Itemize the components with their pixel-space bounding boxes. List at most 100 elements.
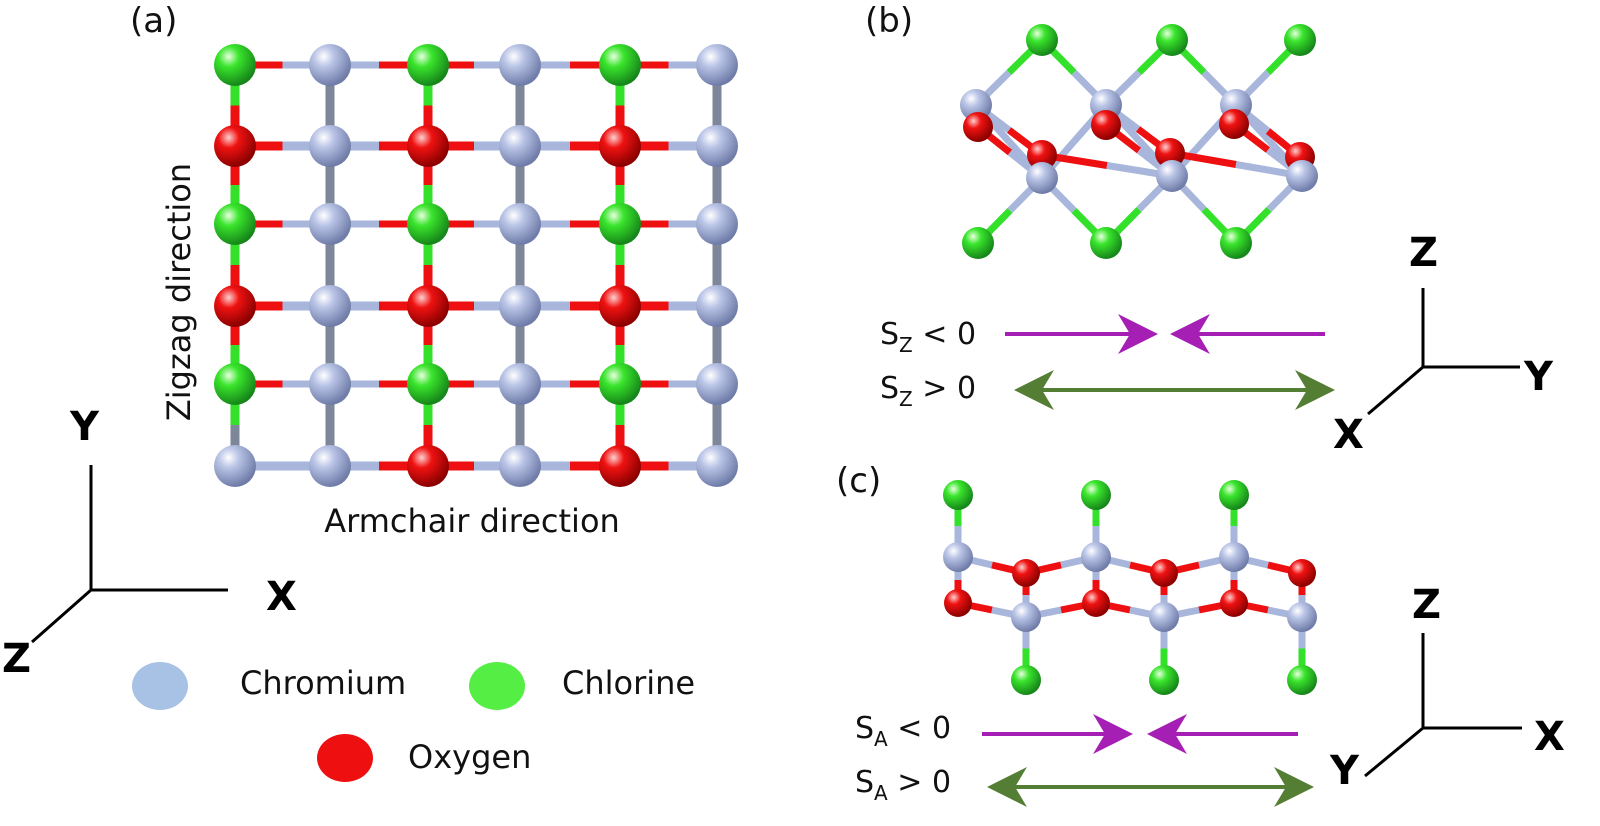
chromium-atom (499, 125, 541, 167)
axis-b-x-label: X (1333, 412, 1364, 458)
chromium-atom (696, 285, 738, 327)
strain-b-positive-label: SZ > 0 (880, 371, 976, 411)
chromium-atom (1286, 160, 1318, 192)
armchair-direction-label: Armchair direction (324, 502, 620, 540)
chlorine-atom (962, 227, 994, 259)
chromium-atom (309, 363, 351, 405)
legend-oxygen-label: Oxygen (408, 738, 531, 776)
chromium-atom (1156, 160, 1188, 192)
axis-c-z-label: Z (1412, 582, 1441, 628)
oxygen-atom (1219, 109, 1249, 139)
chromium-atom (696, 125, 738, 167)
chlorine-atom (1284, 24, 1316, 56)
axes-c (1364, 633, 1522, 778)
chlorine-atom (1011, 665, 1041, 695)
axis-c-x-label: X (1534, 714, 1565, 760)
chlorine-atom (1090, 227, 1122, 259)
chromium-atom (309, 445, 351, 487)
oxygen-atom (407, 125, 449, 167)
oxygen-atom (599, 125, 641, 167)
panel-label-c: (c) (836, 461, 881, 501)
panel-label-b: (b) (865, 1, 913, 41)
chromium-atom (499, 285, 541, 327)
chlorine-atom (943, 480, 973, 510)
legend-chromium-swatch (132, 662, 188, 710)
chromium-atom (214, 445, 256, 487)
zigzag-direction-label: Zigzag direction (160, 163, 198, 421)
oxygen-atom (214, 125, 256, 167)
legend-chlorine-label: Chlorine (562, 664, 695, 702)
chromium-atom (696, 44, 738, 86)
chromium-atom (943, 542, 973, 572)
oxygen-atom (1155, 138, 1185, 168)
axis-c-y-label: Y (1329, 748, 1360, 794)
side-view-zigzag (960, 24, 1318, 259)
chlorine-atom (214, 363, 256, 405)
chlorine-atom (214, 203, 256, 245)
chlorine-atom (407, 203, 449, 245)
oxygen-atom (599, 285, 641, 327)
chromium-atom (696, 363, 738, 405)
oxygen-atom (963, 112, 993, 142)
panel-label-a: (a) (130, 1, 177, 41)
axis-a-diag (31, 588, 92, 644)
oxygen-atom (944, 589, 972, 617)
chromium-atom (309, 203, 351, 245)
axis-b-diag (1367, 365, 1424, 416)
chromium-atom (499, 363, 541, 405)
chromium-atom (499, 44, 541, 86)
legend-chromium-label: Chromium (240, 664, 406, 702)
legend-chlorine-swatch (469, 662, 525, 710)
axis-b-y-label: Y (1523, 354, 1554, 400)
chlorine-atom (1149, 665, 1179, 695)
chlorine-atom (599, 44, 641, 86)
chromium-atom (1219, 542, 1249, 572)
oxygen-atom (407, 285, 449, 327)
oxygen-atom (1150, 559, 1178, 587)
chromium-atom (1011, 602, 1041, 632)
oxygen-atom (1288, 559, 1316, 587)
axis-a-x-label: X (266, 574, 297, 620)
oxygen-atom (1012, 559, 1040, 587)
chlorine-atom (214, 44, 256, 86)
oxygen-atom (1082, 589, 1110, 617)
oxygen-atom (1091, 110, 1121, 140)
chlorine-atom (407, 44, 449, 86)
oxygen-atom (1220, 589, 1248, 617)
side-view-armchair (943, 480, 1317, 695)
chlorine-atom (599, 203, 641, 245)
chlorine-atom (1219, 480, 1249, 510)
axes-a (31, 465, 228, 644)
oxygen-atom (407, 445, 449, 487)
strain-c-negative-label: SA < 0 (855, 711, 951, 751)
lattice-top-view (214, 44, 738, 487)
chlorine-atom (1287, 665, 1317, 695)
axis-a-z-label: Z (2, 636, 31, 682)
chlorine-atom (1156, 24, 1188, 56)
axis-c-diag (1364, 726, 1424, 778)
strain-b-negative-label: SZ < 0 (880, 317, 976, 357)
oxygen-atom (214, 285, 256, 327)
oxygen-atom (1027, 140, 1057, 170)
chromium-atom (499, 445, 541, 487)
axis-a-y-label: Y (69, 404, 100, 450)
chromium-atom (1287, 602, 1317, 632)
chromium-atom (960, 89, 992, 121)
chromium-atom (499, 203, 541, 245)
strain-c-positive-label: SA > 0 (855, 765, 951, 805)
chromium-atom (1081, 542, 1111, 572)
chlorine-atom (1026, 24, 1058, 56)
oxygen-atom (599, 445, 641, 487)
axis-b-z-label: Z (1409, 230, 1438, 276)
chromium-atom (696, 445, 738, 487)
chromium-atom (309, 44, 351, 86)
chromium-atom (1149, 602, 1179, 632)
axes-b (1367, 288, 1520, 416)
chlorine-atom (1220, 227, 1252, 259)
legend-oxygen-swatch (317, 734, 373, 782)
chlorine-atom (407, 363, 449, 405)
chromium-atom (696, 203, 738, 245)
chlorine-atom (599, 363, 641, 405)
chromium-atom (1026, 162, 1058, 194)
